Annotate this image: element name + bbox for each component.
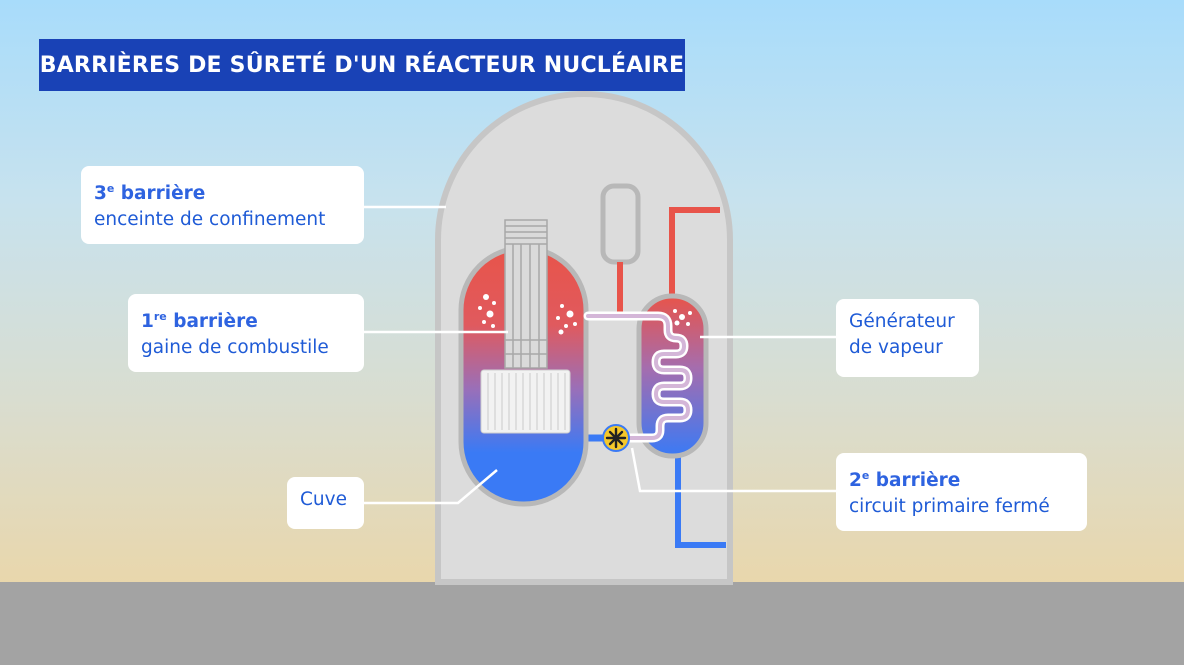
pressurizer [600, 183, 641, 265]
barrier-3-heading: 3e barrière [94, 182, 206, 204]
generateur-line-1: Générateur [849, 311, 955, 332]
barrier-1-description: gaine de combustile [141, 337, 329, 358]
fuel-assembly [480, 369, 571, 434]
label-barrier-1: 1re barrière gaine de combustile [128, 294, 364, 372]
barrier-2-description: circuit primaire fermé [849, 496, 1050, 517]
leader-cuve [364, 469, 498, 505]
leader-barrier2 [630, 447, 836, 493]
barrier-3-description: enceinte de confinement [94, 209, 326, 230]
label-generateur-vapeur: Générateur de vapeur [836, 299, 979, 377]
cuve-text: Cuve [300, 489, 347, 510]
generateur-line-2: de vapeur [849, 337, 943, 358]
barrier-1-heading: 1re barrière [141, 310, 258, 332]
label-barrier-2: 2e barrière circuit primaire fermé [836, 453, 1087, 531]
label-barrier-3: 3e barrière enceinte de confinement [81, 166, 364, 244]
label-cuve: Cuve [287, 477, 364, 529]
vessel-bubbles [478, 294, 577, 335]
primary-pump-icon [602, 424, 630, 452]
steam-line [669, 207, 720, 300]
feedwater-line [675, 455, 726, 548]
control-rods [504, 219, 548, 369]
barrier-2-heading: 2e barrière [849, 469, 961, 491]
page-title: BARRIÈRES DE SÛRETÉ D'UN RÉACTEUR NUCLÉA… [39, 39, 685, 91]
steam-generator-bubbles [673, 309, 692, 326]
ground [0, 582, 1184, 665]
